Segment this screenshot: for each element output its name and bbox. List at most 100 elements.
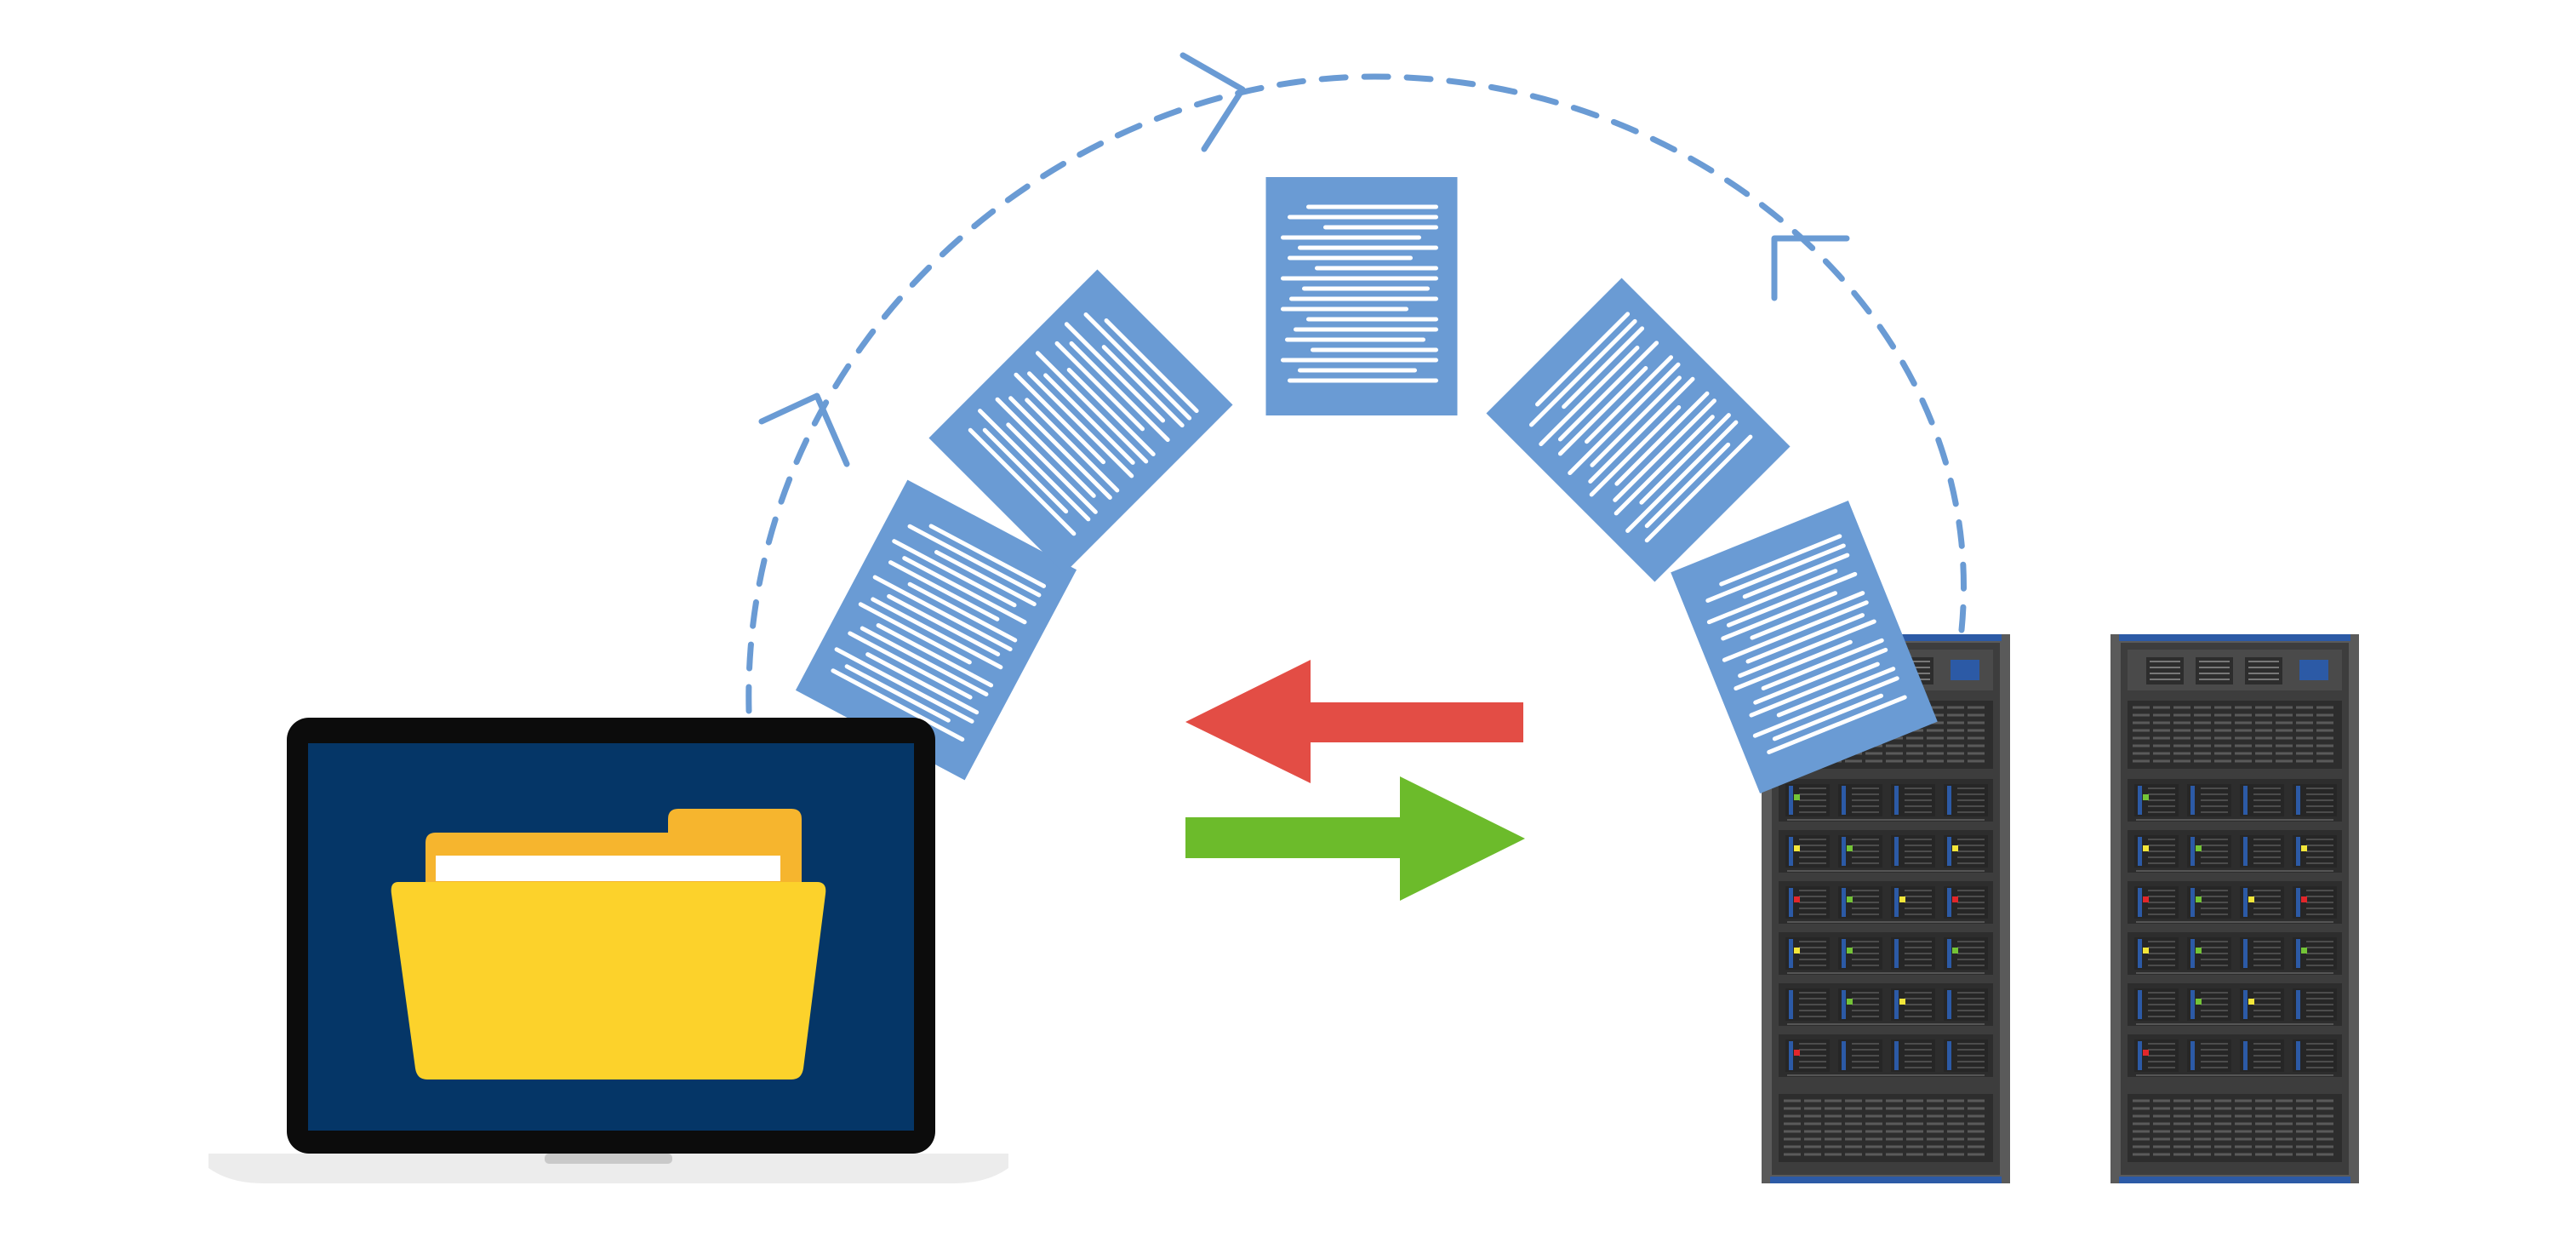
document-text-line (1054, 341, 1145, 432)
server-led (2248, 999, 2254, 1005)
document-text-line (1761, 638, 1884, 690)
document-text-line (1738, 619, 1876, 679)
documents-in-transit (795, 177, 1791, 781)
server-slot-handle (2190, 837, 2195, 866)
server-led (2143, 845, 2149, 851)
document-text-line (1585, 355, 1674, 444)
document-text-line (1008, 396, 1112, 500)
document-text-line (1027, 371, 1134, 478)
document-text-line (1025, 398, 1120, 493)
document-text-line (907, 524, 1042, 598)
folder-paper (436, 856, 780, 881)
document-text-line (1752, 676, 1899, 738)
document-text-line (1614, 391, 1710, 486)
document-text-line (1750, 591, 1865, 640)
server-slot-handle (1947, 888, 1951, 917)
document-text-line (1568, 362, 1681, 476)
server-slot-handle (1947, 786, 1951, 815)
server-slot-handle (2243, 837, 2248, 866)
server-slot-handle (2190, 888, 2195, 917)
server-slot-handle (2243, 786, 2248, 815)
server-slot-handle (2138, 888, 2142, 917)
document-text-line (1066, 368, 1156, 457)
server-slot-handle (1789, 837, 1793, 866)
document-text-line (1101, 345, 1185, 428)
server-slot-handle (1947, 837, 1951, 866)
laptop-icon (208, 718, 1008, 1183)
server-led (1794, 794, 1800, 800)
document-text-line (848, 631, 973, 700)
document-text-line (1726, 571, 1858, 627)
server-slot-handle (1894, 990, 1899, 1019)
server-slot-handle (1789, 1041, 1793, 1070)
document-text-line (892, 539, 1017, 608)
server-slot-handle (1789, 888, 1793, 917)
document-text-line (1535, 312, 1631, 407)
document-text-line (1064, 322, 1166, 423)
server-slot-handle (1842, 990, 1846, 1019)
document-text-line (1069, 341, 1170, 443)
document-text-line (1734, 639, 1853, 691)
document-text-line (902, 556, 1027, 625)
document-text-line (872, 575, 1013, 652)
server-led (1794, 1050, 1800, 1056)
document-page (1671, 501, 1938, 793)
server-led (2196, 845, 2202, 851)
document-text-line (844, 664, 951, 723)
server-slot-handle (2296, 888, 2300, 917)
document-text-line (876, 622, 994, 688)
server-led (1952, 948, 1958, 954)
document-text-line (1035, 351, 1149, 464)
arrow-left-icon (1185, 660, 1523, 783)
server-slot-handle (1842, 837, 1846, 866)
server-slot-handle (2190, 1041, 2195, 1070)
server-slot-handle (2138, 1041, 2142, 1070)
server-slot-handle (1842, 939, 1846, 968)
document-text-line (871, 597, 1003, 670)
document-page (1486, 278, 1791, 582)
server-led (1952, 845, 1958, 851)
server-led (2143, 948, 2149, 954)
document-text-line (831, 668, 965, 742)
server-slot-handle (2296, 786, 2300, 815)
server-slot-handle (1894, 837, 1899, 866)
server-slot-handle (1947, 1041, 1951, 1070)
document-text-line (1562, 326, 1645, 409)
transfer-arc-path (745, 73, 1967, 714)
arc-arrowhead-icon (1771, 235, 1850, 301)
document-text-line (1083, 312, 1192, 421)
document-text-line (978, 409, 1091, 522)
document-icon (928, 269, 1233, 574)
document-text-line (858, 602, 972, 665)
server-led (1899, 999, 1905, 1005)
server-led (2196, 896, 2202, 902)
transfer-arrows (1185, 660, 1525, 901)
server-slot-handle (2190, 990, 2195, 1019)
server-slot-handle (1789, 990, 1793, 1019)
document-text-line (1719, 534, 1842, 587)
document-text-line (1706, 569, 1838, 625)
document-text-line (1104, 318, 1199, 414)
document-text-line (1557, 341, 1659, 442)
document-icon (795, 479, 1077, 781)
server-slot-handle (2296, 837, 2300, 866)
document-text-line (1749, 661, 1880, 718)
document-text-line (1753, 647, 1888, 705)
server-led (1794, 896, 1800, 902)
server-vent-bottom (2128, 1094, 2342, 1162)
document-text-line (1557, 366, 1648, 456)
server-slot-handle (2138, 939, 2142, 968)
arc-arrowhead-icon (758, 392, 850, 467)
document-text-line (1043, 373, 1135, 465)
server-slot-handle (2190, 786, 2195, 815)
document-text-line (1614, 415, 1715, 516)
server-slot-handle (1894, 786, 1899, 815)
document-text-line (907, 581, 1018, 643)
arc-arrowhead-icon (1179, 52, 1246, 152)
document-page (795, 479, 1077, 781)
server-slot-handle (1894, 1041, 1899, 1070)
document-text-line (1589, 404, 1682, 497)
server-led (1847, 896, 1853, 902)
server-slot-handle (2138, 837, 2142, 866)
